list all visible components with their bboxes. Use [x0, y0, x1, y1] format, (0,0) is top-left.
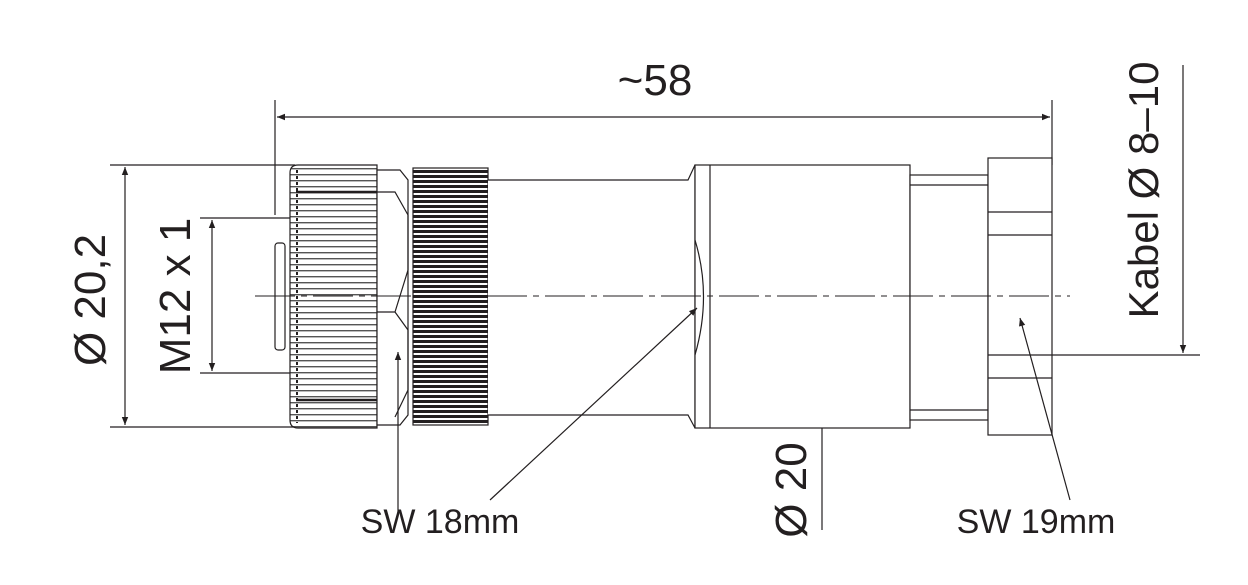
body-diameter-label: Ø 20 — [767, 442, 816, 537]
sw19-label: SW 19mm — [957, 503, 1116, 541]
cable-label: Kabel Ø 8–10 — [1120, 62, 1167, 319]
sw18-label: SW 18mm — [361, 503, 520, 541]
thread-label: M12 x 1 — [151, 218, 200, 375]
diameter-leader — [489, 307, 698, 501]
gland-body — [909, 174, 989, 421]
hex-sw18 — [376, 169, 409, 426]
sw19-leader — [1019, 317, 1071, 501]
length-label: ~58 — [618, 56, 693, 105]
nut-diameter-label: Ø 20,2 — [66, 234, 115, 366]
